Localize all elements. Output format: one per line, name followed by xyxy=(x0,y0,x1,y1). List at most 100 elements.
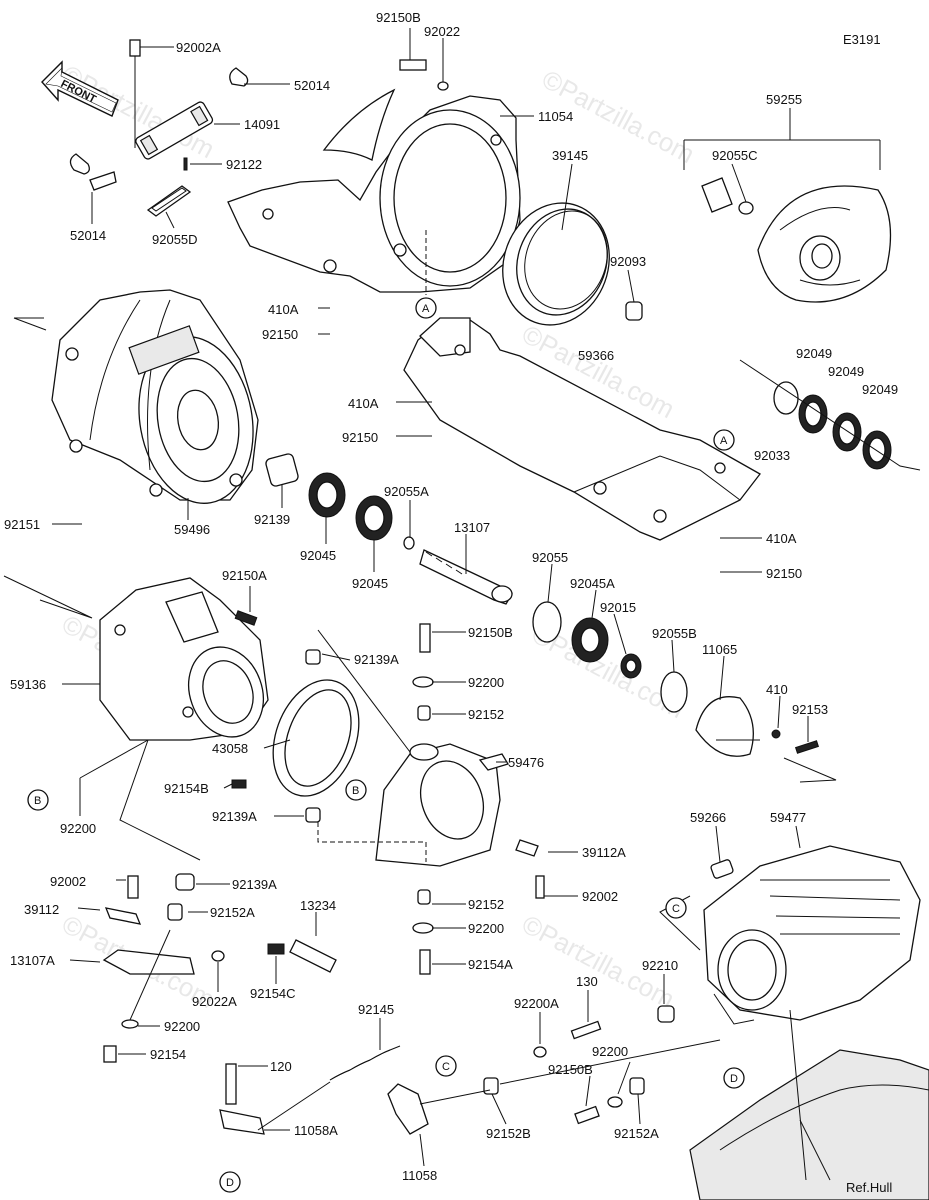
part-label: 92145 xyxy=(358,1002,394,1017)
part-label: 92152 xyxy=(468,897,504,912)
part-label: 92049 xyxy=(796,346,832,361)
part-label: 59496 xyxy=(174,522,210,537)
part-label: 92139 xyxy=(254,512,290,527)
part-label: 13107 xyxy=(454,520,490,535)
part-label: 92150 xyxy=(766,566,802,581)
steering-linkage xyxy=(102,739,337,1063)
part-label: 13107A xyxy=(10,953,55,968)
diagram-code: E3191 xyxy=(843,32,881,47)
part-label: 410A xyxy=(348,396,379,411)
ref-circle-a xyxy=(415,297,437,319)
ref-circle-b xyxy=(345,779,367,801)
hull-reference xyxy=(689,1009,929,1200)
part-label: 92093 xyxy=(610,254,646,269)
part-label: 92055C xyxy=(712,148,758,163)
part-label: 11065 xyxy=(702,642,737,657)
part-label: 92150A xyxy=(222,568,267,583)
pump-housing-11054 xyxy=(227,59,521,295)
nozzle-59136 xyxy=(3,575,269,741)
ref-letter-a: A xyxy=(422,303,430,315)
part-label: 59366 xyxy=(578,348,614,363)
part-label: 92045A xyxy=(570,576,615,591)
sensor-assembly xyxy=(69,39,249,217)
part-label: 92150 xyxy=(262,327,298,342)
seal-stack-92049 xyxy=(739,359,921,471)
part-label: 92152B xyxy=(486,1126,531,1141)
part-label: 92152A xyxy=(210,905,255,920)
ref-circle-d xyxy=(219,1171,241,1193)
ref-letter-d: D xyxy=(730,1073,738,1085)
ref-circle-c xyxy=(435,1055,457,1077)
part-label: 92002A xyxy=(176,40,221,55)
part-label: 92055A xyxy=(384,484,429,499)
part-label: 92154B xyxy=(164,781,209,796)
intake-grate-59477 xyxy=(657,845,921,1025)
part-label: 410A xyxy=(268,302,299,317)
part-labels: 92002A 52014 14091 92122 52014 92055D 92… xyxy=(4,10,898,1195)
part-label: 92210 xyxy=(642,958,678,973)
part-label: 92049 xyxy=(862,382,898,397)
ref-hull-label: Ref.Hull xyxy=(846,1180,892,1195)
part-label: 92154A xyxy=(468,957,513,972)
steering-ring-43058 xyxy=(231,649,360,823)
part-label: 39145 xyxy=(552,148,588,163)
part-label: 410 xyxy=(766,682,788,697)
part-label: 92154C xyxy=(250,986,296,1001)
part-label: 92139A xyxy=(212,809,257,824)
ref-letter-c: C xyxy=(442,1061,450,1073)
part-label: 59477 xyxy=(770,810,806,825)
part-label: 92055 xyxy=(532,550,568,565)
ref-circle-b xyxy=(27,789,49,811)
part-label: 39112A xyxy=(582,845,626,860)
part-label: 92045 xyxy=(300,548,336,563)
part-label: 14091 xyxy=(244,117,280,132)
part-label: 92150 xyxy=(342,430,378,445)
bearings-92045 xyxy=(265,453,415,550)
part-label: 410A xyxy=(766,531,797,546)
part-label: 92045 xyxy=(352,576,388,591)
part-label: 92150B xyxy=(376,10,421,25)
part-label: 59136 xyxy=(10,677,46,692)
part-label: 92151 xyxy=(4,517,40,532)
part-label: 130 xyxy=(576,974,598,989)
leader-lines xyxy=(52,28,809,1167)
part-label: 92015 xyxy=(600,600,636,615)
part-label: 11058 xyxy=(402,1168,437,1183)
ref-letter-b: B xyxy=(34,795,41,807)
part-label: 92200 xyxy=(468,921,504,936)
part-label: 59476 xyxy=(508,755,544,770)
part-label: 92139A xyxy=(232,877,277,892)
ref-circle-d xyxy=(723,1067,745,1089)
part-label: 13234 xyxy=(300,898,336,913)
center-hardware xyxy=(412,623,545,975)
part-label: 120 xyxy=(270,1059,292,1074)
ref-letter-b: B xyxy=(352,785,359,797)
part-label: 92033 xyxy=(754,448,790,463)
rear-bearing-set xyxy=(532,601,837,783)
pump-cover-59366 xyxy=(403,317,761,541)
ref-letter-d: D xyxy=(226,1177,234,1189)
part-label: 92200 xyxy=(592,1044,628,1059)
part-label: 92022 xyxy=(424,24,460,39)
part-label: 92200 xyxy=(164,1019,200,1034)
part-label: 92055B xyxy=(652,626,697,641)
part-label: 92153 xyxy=(792,702,828,717)
part-label: 92002 xyxy=(582,889,618,904)
part-label: 92022A xyxy=(192,994,237,1009)
part-label: 11058A xyxy=(294,1123,338,1138)
part-label: 92200 xyxy=(60,821,96,836)
ref-letter-c: C xyxy=(672,903,680,915)
part-label: 59255 xyxy=(766,92,802,107)
part-label: 59266 xyxy=(690,810,726,825)
part-label: 92200A xyxy=(514,996,559,1011)
seal-ring-39145 xyxy=(502,202,610,326)
part-label: 92122 xyxy=(226,157,262,172)
ref-circle-a xyxy=(713,429,735,451)
impeller-59255 xyxy=(625,108,892,321)
part-label: 43058 xyxy=(212,741,248,756)
pump-case-59496 xyxy=(13,289,259,504)
part-label: 92152A xyxy=(614,1126,659,1141)
drive-shaft-13107 xyxy=(419,549,513,605)
ref-circle-c xyxy=(665,897,687,919)
